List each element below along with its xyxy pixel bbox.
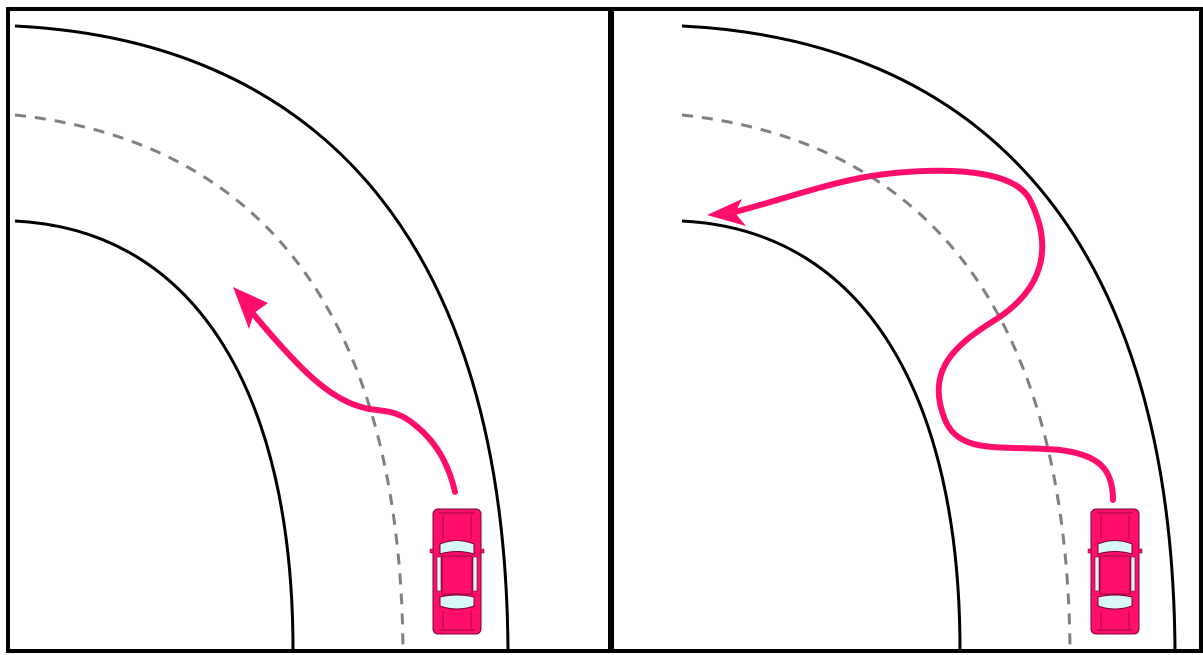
- left-inner-road-edge: [14, 219, 295, 651]
- left-panel-frame: [6, 7, 612, 653]
- car-icon: [1087, 508, 1143, 635]
- arrowhead-icon: [233, 287, 268, 329]
- left-panel: [14, 24, 510, 651]
- right-panel: [681, 24, 1177, 651]
- right-panel-frame: [610, 7, 1203, 653]
- right-outer-road-edge: [681, 24, 1177, 651]
- left-center-line: [14, 113, 405, 651]
- right-inner-road-edge: [681, 219, 962, 651]
- left-trajectory-path: [247, 307, 458, 495]
- car-icon: [429, 508, 485, 635]
- arrowhead-icon: [707, 199, 746, 226]
- right-trajectory-path: [732, 167, 1116, 503]
- right-center-line: [681, 113, 1072, 651]
- left-outer-road-edge: [14, 24, 510, 651]
